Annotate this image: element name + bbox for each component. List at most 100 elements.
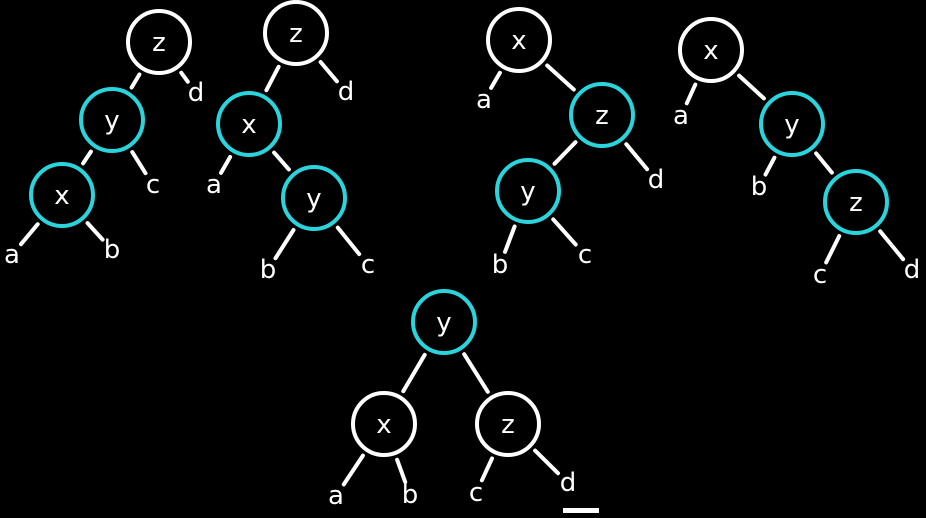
corner-mark	[563, 508, 599, 513]
node-z-label: z	[595, 101, 609, 131]
leaf-b: b	[751, 172, 768, 202]
node-z-label: z	[849, 188, 863, 218]
node-z: z	[475, 391, 541, 457]
edge-x-b	[395, 457, 408, 484]
leaf-b: b	[260, 255, 277, 285]
node-z: z	[823, 169, 889, 235]
leaf-d: d	[904, 255, 921, 285]
edge-x-a	[341, 453, 365, 487]
node-x: x	[486, 7, 552, 73]
leaf-d: d	[338, 77, 355, 107]
node-x-circle	[29, 162, 95, 228]
node-z-label: z	[289, 19, 303, 49]
edge-z-d	[318, 60, 339, 84]
leaf-c: c	[813, 260, 827, 290]
node-x-circle	[351, 391, 417, 457]
edge-y-b	[273, 228, 296, 261]
edge-z-y	[552, 140, 578, 166]
node-y-label: y	[306, 184, 321, 214]
leaf-d: d	[188, 78, 205, 108]
leaf-b: b	[492, 250, 509, 280]
edge-z-c	[824, 234, 842, 265]
leaf-a: a	[206, 170, 222, 200]
edge-x-b	[85, 221, 105, 242]
edge-y-c	[130, 150, 148, 176]
node-z: z	[126, 9, 192, 75]
node-x-circle	[678, 17, 744, 83]
node-x-label: x	[241, 110, 256, 140]
edge-x-z	[545, 63, 576, 92]
leaf-c: c	[146, 170, 160, 200]
node-y: y	[759, 91, 825, 157]
node-z-circle	[126, 9, 192, 75]
leaf-a: a	[673, 101, 689, 131]
edge-y-x	[81, 149, 93, 166]
leaf-c: c	[361, 250, 375, 280]
leaf-d: d	[560, 468, 577, 498]
edge-z-y	[129, 72, 142, 90]
edge-y-b	[503, 224, 517, 254]
node-y-circle	[411, 289, 477, 355]
node-x-label: x	[376, 410, 391, 440]
edge-z-d	[179, 70, 190, 84]
edge-x-y	[272, 150, 291, 172]
edge-y-c	[551, 217, 578, 247]
node-y-circle	[759, 91, 825, 157]
node-z: z	[263, 0, 329, 66]
edge-x-a	[684, 82, 698, 106]
edge-z-d	[878, 229, 906, 262]
node-x: x	[678, 17, 744, 83]
edge-x-y	[737, 73, 766, 101]
leaf-d: d	[648, 165, 665, 195]
edge-x-a	[219, 155, 233, 175]
edge-x-a	[19, 222, 40, 247]
leaf-a: a	[328, 481, 344, 511]
leaf-a: a	[4, 240, 20, 270]
edge-y-z	[814, 151, 834, 175]
edge-z-d	[624, 142, 650, 172]
node-x-circle	[486, 7, 552, 73]
node-z-circle	[263, 0, 329, 66]
node-y-label: y	[520, 177, 535, 207]
node-x: x	[29, 162, 95, 228]
edge-x-a	[489, 70, 502, 90]
node-y-label: y	[436, 308, 451, 338]
edge-z-c	[479, 456, 494, 483]
node-z-circle	[823, 169, 889, 235]
node-y-label: y	[784, 110, 799, 140]
node-y: y	[411, 289, 477, 355]
node-z-circle	[569, 82, 635, 148]
edge-y-c	[335, 225, 362, 257]
node-x: x	[351, 391, 417, 457]
tree-right-right: x y z a b c d	[673, 17, 921, 290]
tree-left-right: z x y a b c d	[206, 0, 375, 285]
node-x-circle	[216, 91, 282, 157]
leaf-c: c	[578, 240, 592, 270]
node-z: z	[569, 82, 635, 148]
node-y: y	[495, 158, 561, 224]
edge-z-x	[264, 64, 281, 93]
node-z-label: z	[152, 28, 166, 58]
node-z-label: z	[501, 410, 515, 440]
tree-left-left: z y x a b c d	[4, 9, 205, 270]
leaf-c: c	[469, 478, 483, 508]
node-y: y	[79, 87, 145, 153]
node-y: y	[281, 165, 347, 231]
edge-y-x	[401, 352, 427, 394]
node-y-circle	[79, 87, 145, 153]
node-x-label: x	[511, 26, 526, 56]
edge-y-z	[462, 352, 490, 394]
edge-z-d	[533, 448, 560, 476]
node-x-label: x	[54, 181, 69, 211]
node-x-label: x	[703, 36, 718, 66]
node-y-circle	[281, 165, 347, 231]
node-x: x	[216, 91, 282, 157]
node-y-label: y	[104, 106, 119, 136]
node-z-circle	[475, 391, 541, 457]
leaf-b: b	[104, 235, 121, 265]
node-y-circle	[495, 158, 561, 224]
